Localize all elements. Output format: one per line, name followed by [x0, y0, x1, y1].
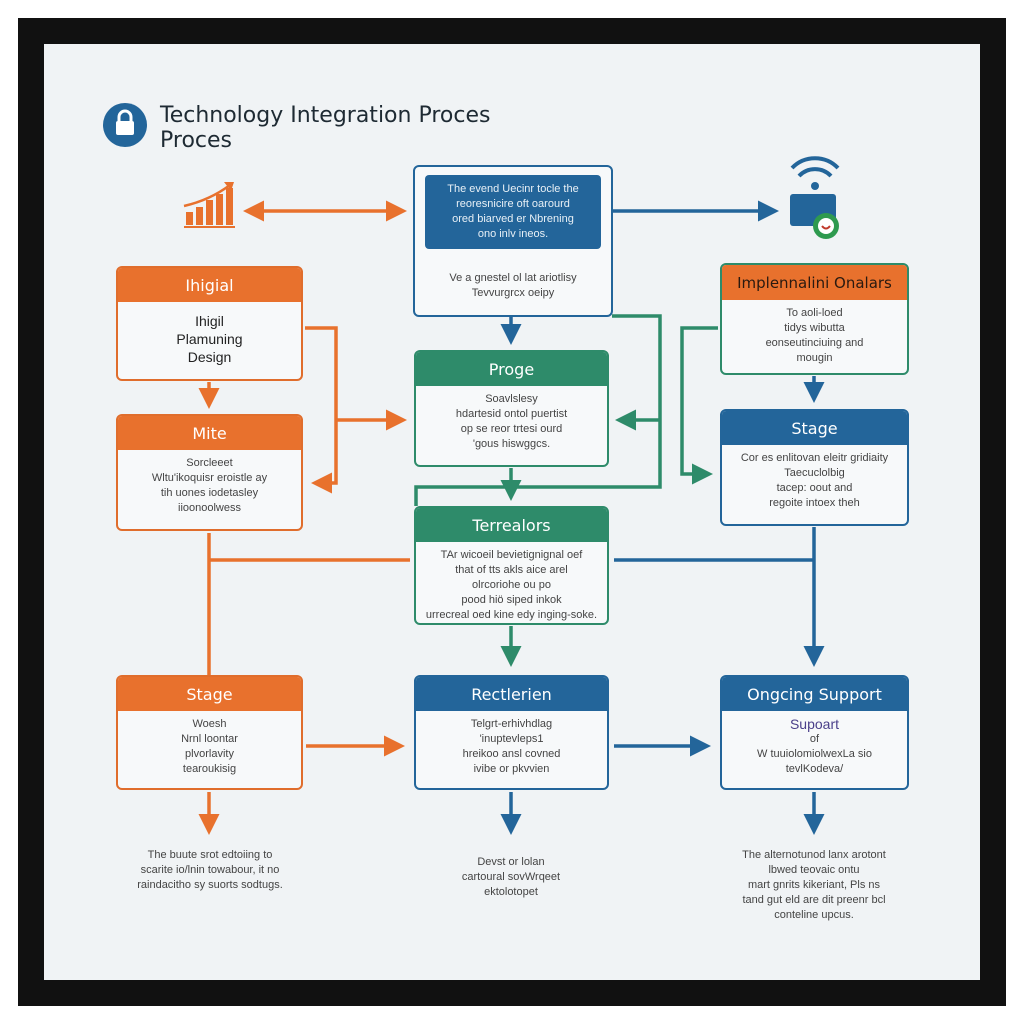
top-highlight: The evend Uecinr tocle the reoresnicire …: [425, 175, 601, 249]
text-line: Woesh: [192, 718, 227, 730]
text-line: To aoli-loed: [786, 307, 843, 319]
box-title: Proge: [416, 352, 607, 386]
text-line: tih uones iodetasley: [160, 487, 259, 499]
note-center: Devst or lolan cartoural sovWrqeet ektol…: [411, 855, 611, 900]
text-line: ono inlv ineos.: [477, 228, 549, 240]
text-line: Nrnl loontar: [181, 733, 238, 745]
box-stage-right: Stage Cor es enlitovan eleitr gridiaity …: [720, 409, 909, 526]
text-line: 'inuptevleps1: [479, 733, 544, 745]
text-line: Devst or lolan: [477, 856, 545, 868]
text-line: tevlKodeva/: [785, 763, 844, 775]
text-line: olrcoriohe ou po: [472, 579, 551, 591]
arrow-impl-to-stage: [680, 326, 718, 485]
text-line: Ihigil: [195, 313, 224, 329]
page-title: Technology Integration Proces Proces: [160, 103, 490, 153]
text-line: eonseutinciuing and: [765, 337, 864, 349]
text-line: hreikoo ansl covned: [462, 748, 561, 760]
box-title: Ihigial: [118, 268, 301, 302]
text-line: TAr wicoeil bevietignignal oef: [440, 549, 583, 561]
box-ongoing-support: Ongcing Support Supoart of W tuuiolomiol…: [720, 675, 909, 790]
orange-branch: [207, 533, 410, 675]
text-line: Design: [187, 349, 232, 365]
text-line: conteline upcus.: [774, 909, 854, 921]
box-title: Mite: [118, 416, 301, 450]
text-line: W tuuiolomiolwexLa sio: [757, 748, 872, 760]
text-line: Taecuclolbig: [784, 467, 845, 479]
text-line: Telgrt-erhivhdlag: [470, 718, 553, 730]
text-line: regoite intoex theh: [769, 497, 860, 509]
text-line: Wltu'ikoquisr eroistle ay: [151, 472, 268, 484]
growth-chart-icon: [183, 182, 235, 228]
text-line: cartoural sovWrqeet: [461, 871, 561, 883]
text-line: The evend Uecinr tocle the: [447, 183, 579, 195]
box-initial: Ihigial Ihigil Plamuning Design: [116, 266, 303, 381]
text-line: Cor es enlitovan eleitr gridiaity: [740, 452, 889, 464]
text-line: urrecreal oed kine edy inging-soke.: [425, 609, 598, 621]
text-line: mougin: [796, 352, 833, 364]
text-line: plvorlavity: [185, 748, 234, 760]
title-line-2: Proces: [160, 128, 232, 153]
box-title: Stage: [722, 411, 907, 445]
text-line: 'gous hiswggcs.: [472, 438, 551, 450]
box-mite: Mite Sorcleeet Wltu'ikoquisr eroistle ay…: [116, 414, 303, 531]
text-line: iioonoolwess: [178, 502, 241, 514]
wifi-device-icon: [790, 156, 840, 239]
text-line: tearoukisig: [182, 763, 237, 775]
text-line: ivibe or pkvvien: [473, 763, 550, 775]
box-proge: Proge Soavlslesy hdartesid ontol puertis…: [414, 350, 609, 467]
text-line: tand gut eld are dit preenr bcl: [742, 894, 886, 906]
text-line: that of tts akls aice arel: [455, 564, 568, 576]
box-implementation: Implennalini Onalars To aoli-loed tidys …: [720, 263, 909, 375]
text-line: reoresnicire oft oarourd: [456, 198, 570, 210]
text-line: tidys wibutta: [784, 322, 845, 334]
box-terrealors: Terrealors TAr wicoeil bevietignignal oe…: [414, 506, 609, 625]
note-left: The buute srot edtoiing to scarite io/ln…: [110, 848, 310, 893]
text-line: raindacitho sy suorts sodtugs.: [137, 879, 283, 891]
box-rectlerien: Rectlerien Telgrt-erhivhdlag 'inuptevlep…: [414, 675, 609, 790]
text-line: tacep: oout and: [776, 482, 853, 494]
box-title: Terrealors: [416, 508, 607, 542]
text-line: of: [809, 733, 820, 745]
top-overview-box: The evend Uecinr tocle the reoresnicire …: [413, 165, 613, 317]
text-line: Tevvurgrcx oeipy: [471, 287, 555, 299]
text-line: lbwed teovaic ontu: [768, 864, 860, 876]
box-subtitle: Supoart: [789, 716, 840, 732]
text-line: ored biarved er Nbrening: [452, 213, 574, 225]
text-line: The buute srot edtoiing to: [147, 849, 273, 861]
box-stage-bottom: Stage Woesh Nrnl loontar plvorlavity tea…: [116, 675, 303, 790]
text-line: mart gnrits kikeriant, Pls ns: [747, 879, 881, 891]
box-title: Stage: [118, 677, 301, 711]
box-title: Rectlerien: [416, 677, 607, 711]
green-loop: [414, 314, 662, 506]
lock-icon: [103, 103, 147, 147]
text-line: Soavlslesy: [485, 393, 538, 405]
text-line: The alternotunod lanx arotont: [742, 849, 886, 861]
title-line-1: Technology Integration Proces: [160, 103, 491, 128]
text-line: Sorcleeet: [186, 457, 233, 469]
text-line: hdartesid ontol puertist: [455, 408, 568, 420]
arrow-initial-to-mite-side: [305, 326, 338, 494]
note-right: The alternotunod lanx arotont lbwed teov…: [714, 848, 914, 923]
box-title: Implennalini Onalars: [722, 265, 907, 300]
text-line: scarite io/lnin towabour, it no: [140, 864, 280, 876]
text-line: Plamuning: [176, 331, 243, 347]
text-line: ektolotopet: [484, 886, 538, 898]
text-line: pood hiö siped inkok: [461, 594, 562, 606]
text-line: op se reor trtesi ourd: [460, 423, 563, 435]
box-title: Ongcing Support: [722, 677, 907, 711]
text-line: Ve a gnestel ol lat ariotlisy: [449, 272, 577, 284]
